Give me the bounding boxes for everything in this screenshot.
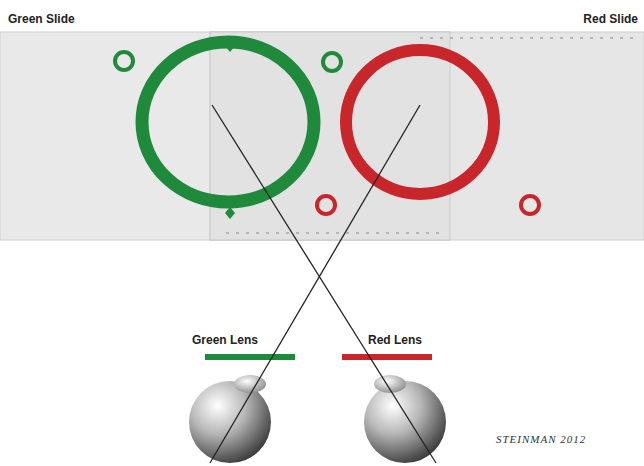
right-eye bbox=[364, 381, 446, 463]
left-eye bbox=[189, 381, 271, 463]
red-dot bbox=[521, 196, 539, 214]
lens-label: Red Lens bbox=[366, 333, 424, 347]
slide-label: Red Slide bbox=[581, 12, 640, 26]
green-dot bbox=[115, 52, 133, 70]
scale-ticks bbox=[226, 232, 446, 234]
green-marker bbox=[225, 40, 235, 52]
green-dot bbox=[323, 53, 341, 71]
signature: STEINMAN 2012 bbox=[494, 432, 588, 446]
lens-label: Green Lens bbox=[190, 333, 260, 347]
green-lens bbox=[205, 354, 295, 360]
left-cornea bbox=[234, 375, 266, 393]
sight-line bbox=[210, 105, 420, 463]
red-slide bbox=[210, 32, 644, 240]
slide-label: Green Slide bbox=[6, 12, 77, 26]
red-lens bbox=[342, 354, 432, 360]
green-marker bbox=[225, 207, 235, 219]
sight-line bbox=[212, 105, 436, 463]
slide-overlap bbox=[210, 32, 450, 240]
scale-ticks bbox=[420, 37, 640, 39]
red-dot bbox=[317, 196, 335, 214]
green-ring bbox=[142, 42, 314, 202]
red-ring bbox=[346, 50, 494, 194]
